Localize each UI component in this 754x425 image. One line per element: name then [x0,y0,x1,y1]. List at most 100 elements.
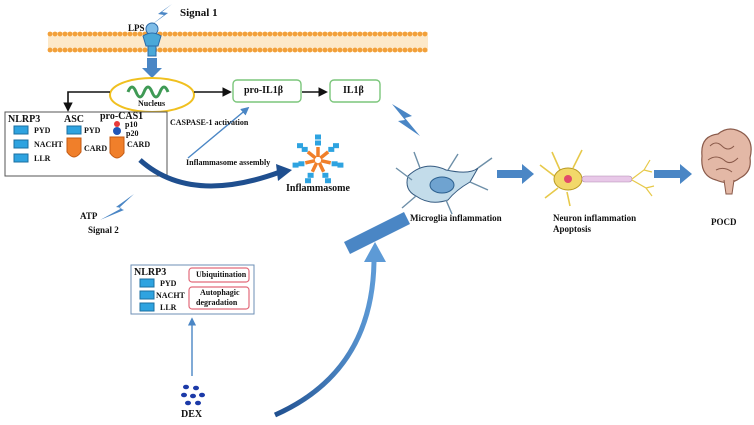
dex-label: DEX [181,409,203,420]
dex-nlrp3-nacht-domain [139,290,155,300]
lipid-head [217,47,223,53]
inflammasome-complex-icon [292,134,344,184]
lipid-head [332,31,338,37]
lipid-head [62,31,68,37]
lipid-head [172,31,178,37]
arrow-nucleus-to-complex [63,91,110,112]
autophagic-label: Autophagic [200,288,240,297]
lipid-head [272,31,278,37]
dex-pyd-label: PYD [160,279,177,288]
arrow-neuron-to-brain [654,164,692,184]
lipid-head [227,47,233,53]
dex-nlrp3-label: NLRP3 [134,267,167,278]
lipid-head [372,47,378,53]
lipid-head [92,47,98,53]
nlrp3-nacht-domain [13,139,29,149]
lipid-head [307,31,313,37]
dex-nacht-label: NACHT [156,291,185,300]
lipid-head [342,31,348,37]
lipid-head [217,31,223,37]
lipid-head [287,47,293,53]
nucleus-label: Nucleus [138,99,166,108]
lipid-head [197,47,203,53]
lipid-head [347,31,353,37]
lipid-head [247,31,253,37]
lipid-head [237,47,243,53]
lipid-head [177,31,183,37]
lipid-head [397,47,403,53]
lipid-head [412,47,418,53]
lipid-head [222,31,228,37]
lipid-head [177,47,183,53]
lipid-head [167,47,173,53]
inflammasome-subunit [315,134,321,157]
inflammasome-subunit [320,158,344,168]
lipid-head [327,47,333,53]
lipid-head [307,47,313,53]
inflammasome-components-box [4,111,168,177]
lipid-head [377,31,383,37]
nlrp3-llr-domain [13,153,29,163]
lipid-head [122,47,128,53]
degradation-label: degradation [196,298,238,307]
procas1-card-label: CARD [127,140,151,149]
brain-icon [701,128,752,195]
lipid-head [107,31,113,37]
lipid-head [227,31,233,37]
lipid-head [422,47,428,53]
microglia-inflammation-label: Microglia inflammation [410,213,502,223]
lipid-head [72,31,78,37]
lipid-head [117,47,123,53]
lipid-head [302,47,308,53]
asc-card-label: CARD [84,144,108,153]
lipid-head [382,47,388,53]
lipid-head [87,47,93,53]
lipid-head [357,47,363,53]
lipid-head [212,47,218,53]
dex-nlrp3-pyd-domain [139,278,155,288]
lipid-head [287,31,293,37]
lipid-head [262,31,268,37]
lipid-head [182,47,188,53]
lipid-head [137,47,143,53]
lipid-head [257,47,263,53]
lipid-head [357,31,363,37]
pro-il1b-label: pro-IL1β [244,85,283,96]
lipid-head [187,47,193,53]
lipid-head [382,31,388,37]
lipid-head [67,31,73,37]
lipid-head [347,47,353,53]
inflammasome-subunit [297,143,317,160]
il1b-label: IL1β [343,85,364,96]
lipid-head [402,31,408,37]
lipid-head [262,47,268,53]
lipid-head [337,47,343,53]
lipid-head [367,47,373,53]
lipid-head [127,31,133,37]
procas1-p20-domain [113,127,121,135]
lipid-head [167,31,173,37]
lipid-head [337,31,343,37]
lipid-head [112,47,118,53]
lipid-head [352,47,358,53]
lipid-head [257,31,263,37]
asc-card-domain [66,137,82,158]
lipid-head [282,31,288,37]
lipid-head [292,47,298,53]
lipid-head [47,47,53,53]
lipid-head [267,47,273,53]
lipid-head [297,31,303,37]
lipid-head [102,31,108,37]
lipid-head [207,31,213,37]
lipid-head [212,31,218,37]
lipid-head [292,31,298,37]
lipid-head [52,47,58,53]
asc-pyd-domain [66,125,82,135]
lipid-head [157,47,163,53]
inflammasome-subunit [305,161,319,184]
ubiquitination-box [188,267,250,283]
lipid-head [377,47,383,53]
lipid-head [417,31,423,37]
procas1-p20-label: p20 [126,129,139,138]
